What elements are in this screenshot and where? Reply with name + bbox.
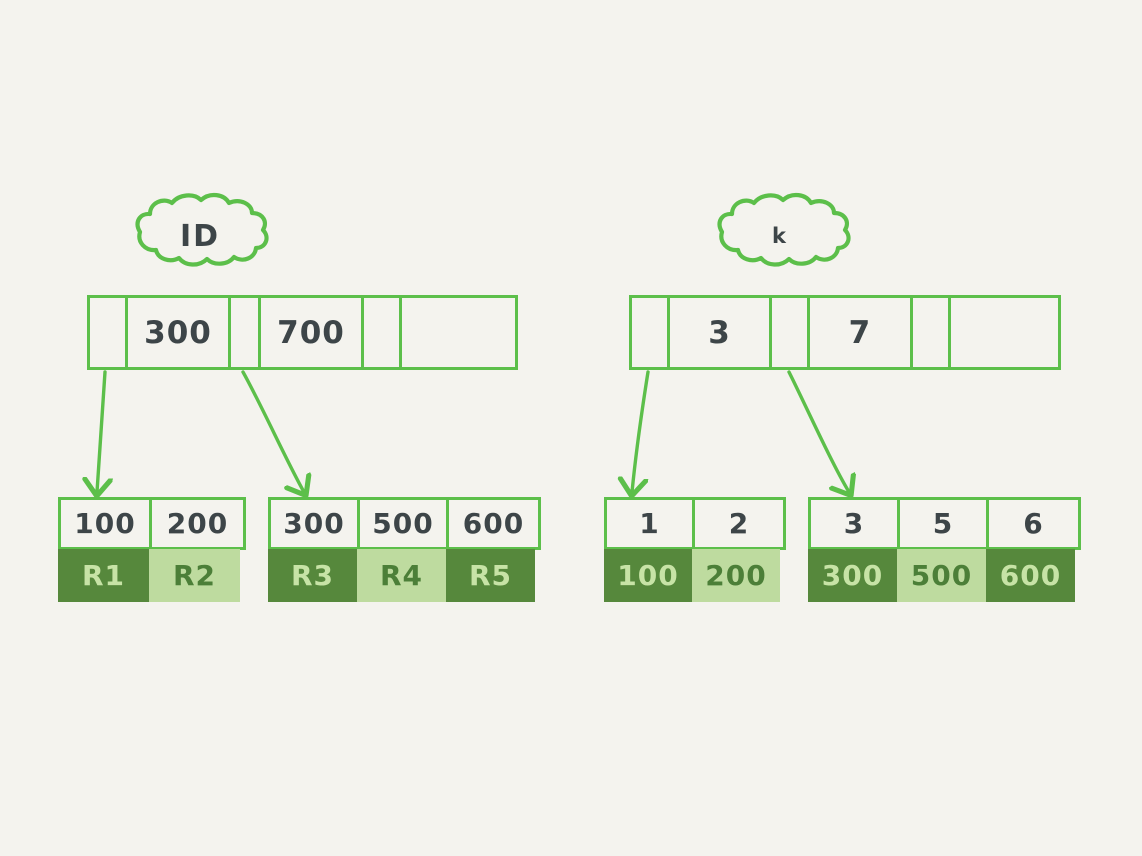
leaf-b-value-row: R3 R4 R5 — [268, 549, 541, 602]
leaf-c-key-row: 1 2 — [604, 497, 786, 550]
leaf-b-key-1[interactable]: 500 — [360, 500, 449, 547]
root-id-pointer-2[interactable] — [364, 298, 402, 367]
root-node-k-index[interactable]: 3 7 — [629, 295, 1061, 370]
leaf-a-key-0[interactable]: 100 — [61, 500, 152, 547]
root-k-pointer-2[interactable] — [913, 298, 951, 367]
root-id-key-1[interactable]: 700 — [261, 298, 364, 367]
leaf-node-id-second[interactable]: 300 500 600 R3 R4 R5 — [268, 497, 541, 602]
leaf-d-key-2[interactable]: 6 — [1023, 507, 1044, 540]
root-k-pointer-1[interactable] — [772, 298, 811, 367]
leaf-d-key-row: 3 5 6 — [808, 497, 1081, 550]
connector-id-ptr0-to-leaf-a — [97, 370, 105, 492]
leaf-c-key-0[interactable]: 1 — [607, 500, 695, 547]
root-id-pointer-1[interactable] — [231, 298, 261, 367]
leaf-a-key-row: 100 200 — [58, 497, 246, 550]
leaf-b-value-1[interactable]: R4 — [357, 549, 446, 602]
root-id-empty-slot[interactable] — [402, 298, 515, 367]
root-k-empty-slot[interactable] — [951, 298, 1058, 367]
leaf-d-value-2[interactable]: 600 — [986, 549, 1075, 602]
leaf-d-value-0[interactable]: 300 — [808, 549, 897, 602]
leaf-node-id-first[interactable]: 100 200 R1 R2 — [58, 497, 246, 602]
leaf-d-key-0[interactable]: 3 — [811, 500, 900, 547]
leaf-b-value-0[interactable]: R3 — [268, 549, 357, 602]
leaf-a-value-1[interactable]: R2 — [149, 549, 240, 602]
cloud-bubble-k-icon — [717, 192, 851, 267]
leaf-a-key-1[interactable]: 200 — [166, 507, 229, 540]
leaf-c-value-0[interactable]: 100 — [604, 549, 692, 602]
leaf-a-value-row: R1 R2 — [58, 549, 246, 602]
leaf-d-value-1[interactable]: 500 — [897, 549, 986, 602]
leaf-b-key-0[interactable]: 300 — [271, 500, 360, 547]
root-node-id-index[interactable]: 300 700 — [87, 295, 518, 370]
leaf-node-k-second[interactable]: 3 5 6 300 500 600 — [808, 497, 1081, 602]
leaf-c-value-1[interactable]: 200 — [692, 549, 780, 602]
leaf-d-value-row: 300 500 600 — [808, 549, 1081, 602]
connector-k-ptr1-to-leaf-d — [787, 370, 849, 492]
leaf-node-k-first[interactable]: 1 2 100 200 — [604, 497, 786, 602]
leaf-a-value-0[interactable]: R1 — [58, 549, 149, 602]
connector-id-ptr1-to-leaf-b — [241, 370, 304, 492]
root-id-key-0[interactable]: 300 — [128, 298, 231, 367]
leaf-b-key-2[interactable]: 600 — [462, 507, 525, 540]
leaf-b-key-row: 300 500 600 — [268, 497, 541, 550]
root-k-pointer-0[interactable] — [632, 298, 670, 367]
leaf-b-value-2[interactable]: R5 — [446, 549, 535, 602]
root-k-key-0[interactable]: 3 — [670, 298, 773, 367]
leaf-c-key-1[interactable]: 2 — [728, 507, 750, 540]
cloud-bubble-id-icon — [135, 192, 269, 267]
root-k-key-1[interactable]: 7 — [810, 298, 913, 367]
leaf-d-key-1[interactable]: 5 — [900, 500, 989, 547]
leaf-c-value-row: 100 200 — [604, 549, 786, 602]
connector-k-ptr0-to-leaf-c — [632, 370, 650, 492]
root-id-pointer-0[interactable] — [90, 298, 128, 367]
